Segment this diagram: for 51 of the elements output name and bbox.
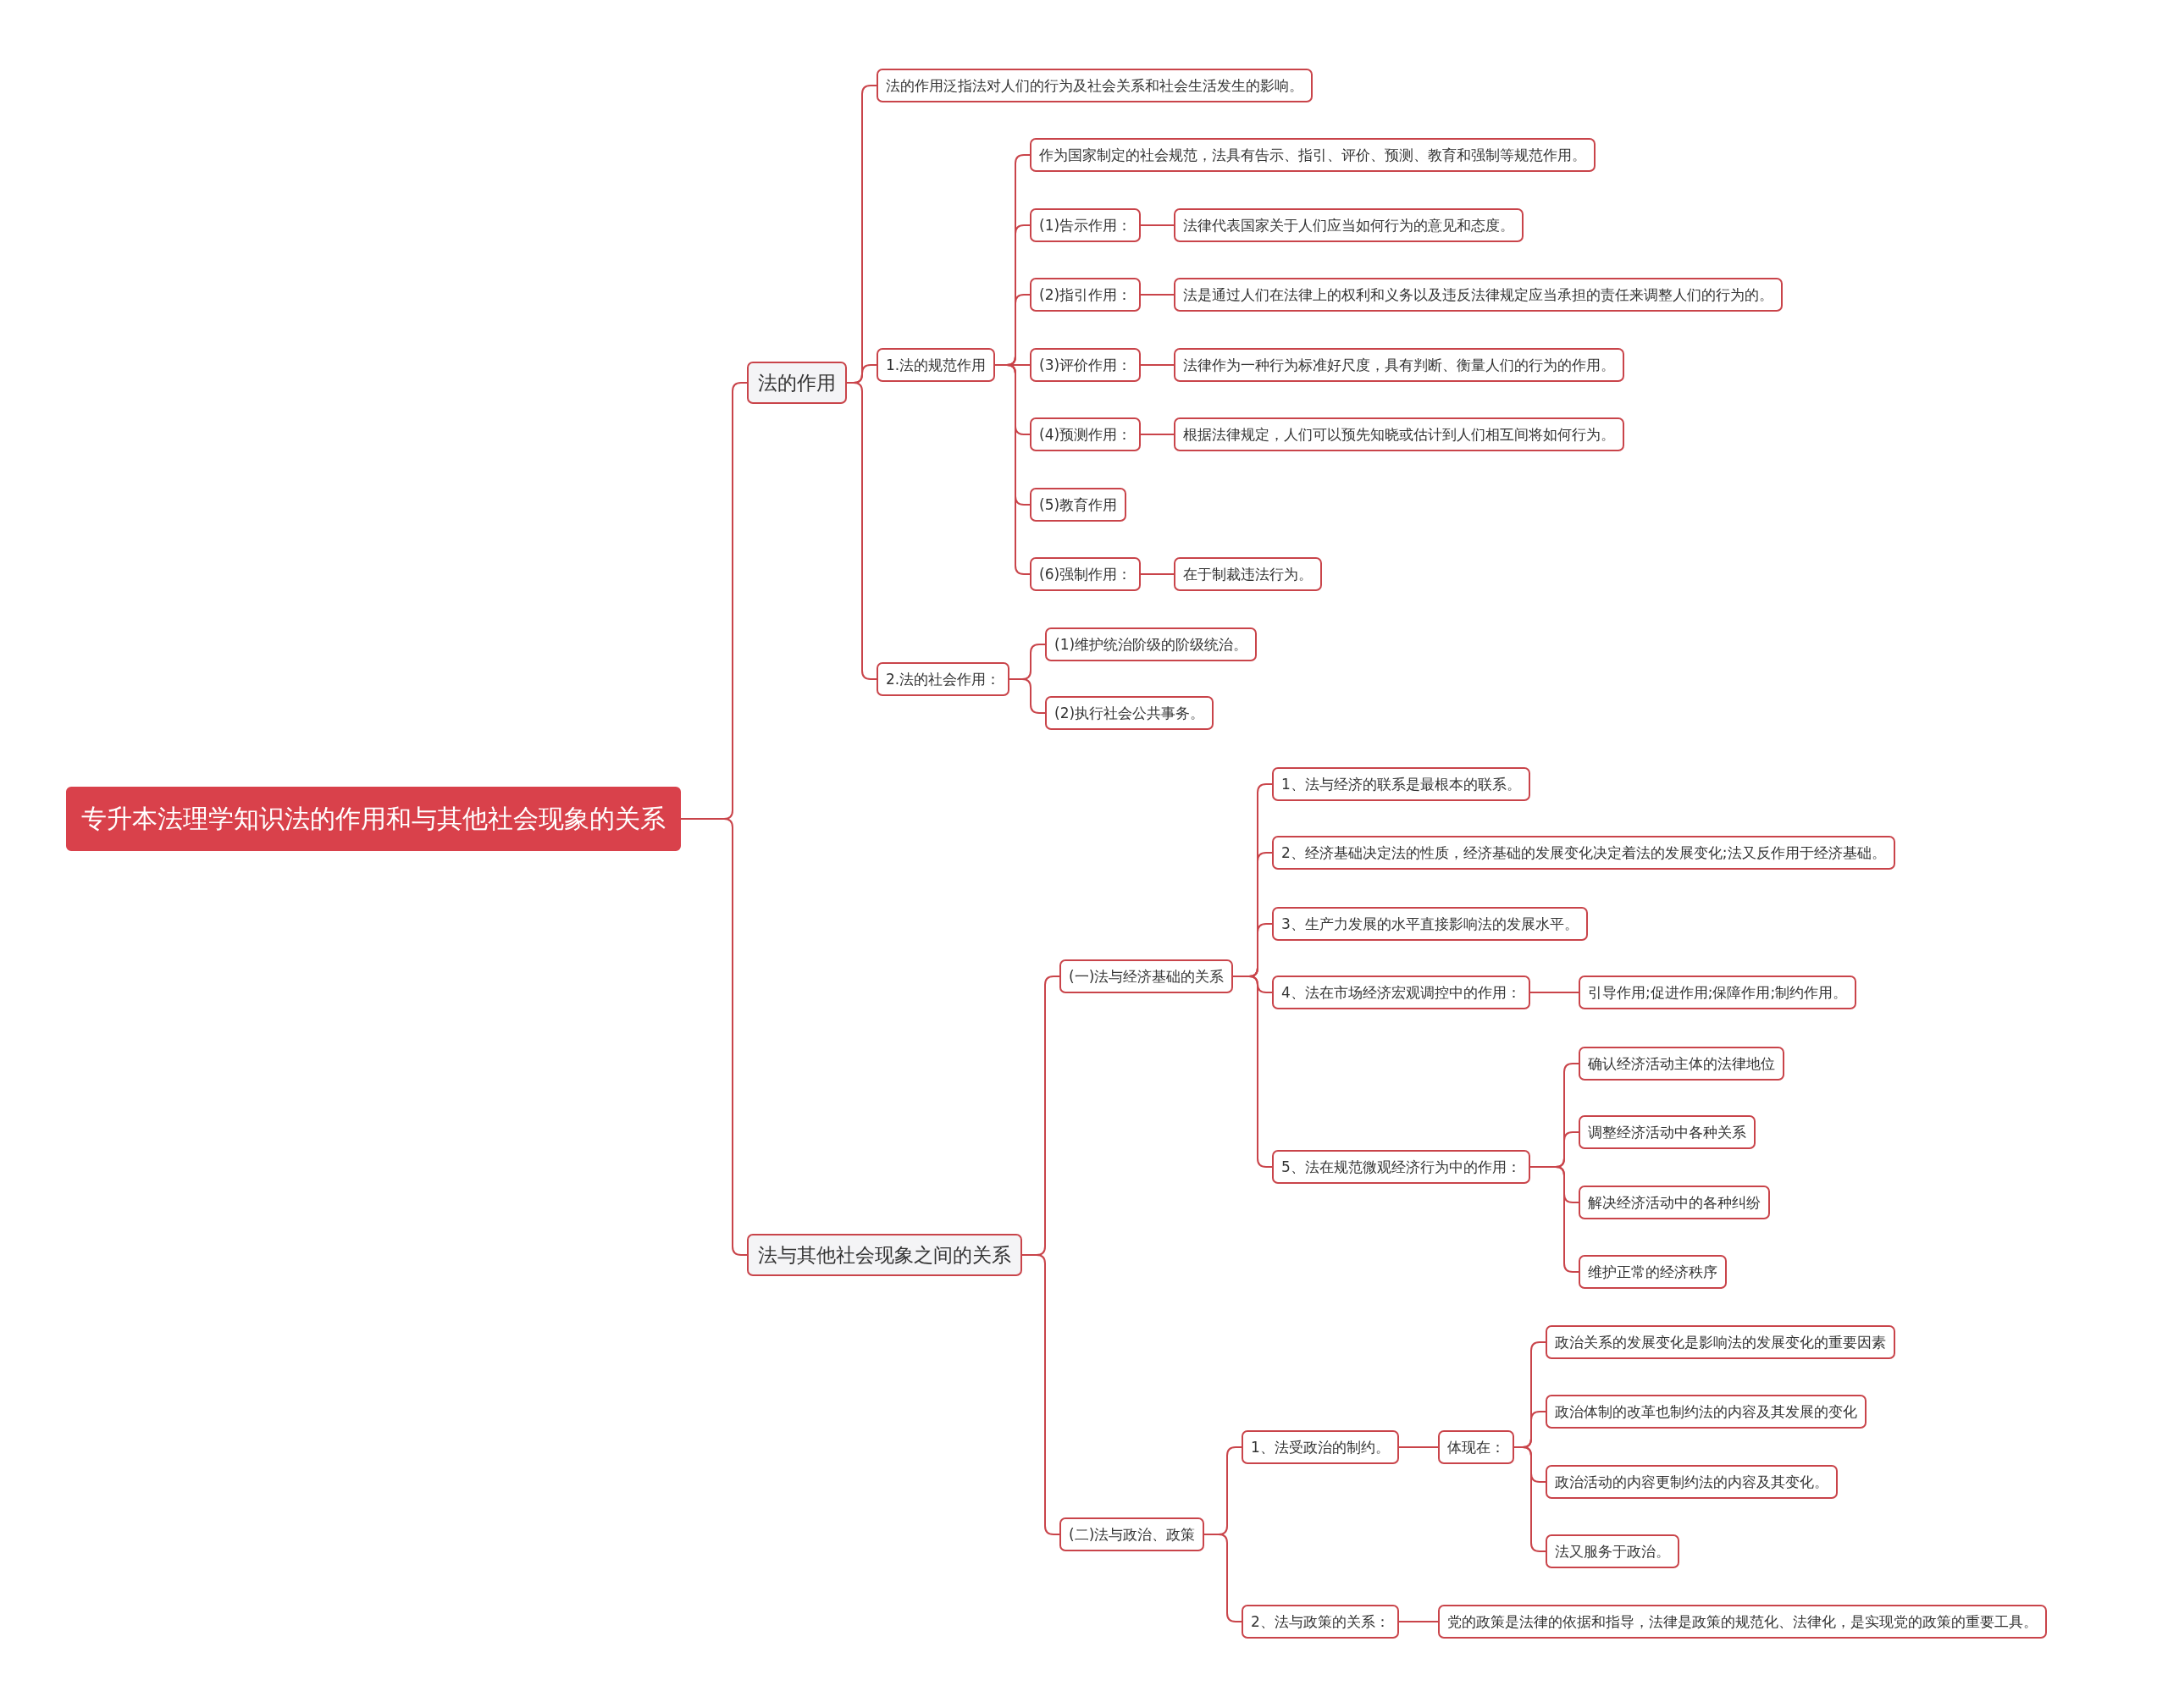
subtopic-box: 根据法律规定，人们可以预先知晓或估计到人们相互间将如何行为。 bbox=[1174, 417, 1624, 451]
subtopic-box: 法律代表国家关于人们应当如何行为的意见和态度。 bbox=[1174, 208, 1524, 242]
subtopic-box: 4、法在市场经济宏观调控中的作用： bbox=[1272, 976, 1530, 1009]
subtopic-box: 党的政策是法律的依据和指导，法律是政策的规范化、法律化，是实现党的政策的重要工具。 bbox=[1438, 1605, 2047, 1639]
subtopic-box: (5)教育作用 bbox=[1030, 488, 1127, 522]
subtopic-box: 5、法在规范微观经济行为中的作用： bbox=[1272, 1150, 1530, 1184]
subtopic-box: 维护正常的经济秩序 bbox=[1579, 1255, 1727, 1289]
topic-box: 法与其他社会现象之间的关系 bbox=[747, 1234, 1022, 1276]
subtopic-box: (2)执行社会公共事务。 bbox=[1045, 696, 1214, 730]
subtopic-box: 3、生产力发展的水平直接影响法的发展水平。 bbox=[1272, 907, 1588, 941]
subtopic-box: 确认经济活动主体的法律地位 bbox=[1579, 1047, 1784, 1081]
subtopic-box: 解决经济活动中的各种纠纷 bbox=[1579, 1186, 1770, 1219]
connector-line bbox=[1398, 1446, 1439, 1448]
subtopic-box: 在于制裁违法行为。 bbox=[1174, 557, 1322, 591]
connector-line bbox=[1398, 1621, 1439, 1622]
subtopic-box: (1)告示作用： bbox=[1030, 208, 1142, 242]
subtopic-box: (1)维护统治阶级的阶级统治。 bbox=[1045, 627, 1258, 661]
connector-line bbox=[1529, 992, 1579, 993]
subtopic-box: (6)强制作用： bbox=[1030, 557, 1142, 591]
subtopic-box: 1、法与经济的联系是最根本的联系。 bbox=[1272, 767, 1530, 801]
subtopic-box: 2、经济基础决定法的性质，经济基础的发展变化决定着法的发展变化;法又反作用于经济基础。 bbox=[1272, 836, 1895, 870]
subtopic-box: 法又服务于政治。 bbox=[1546, 1534, 1679, 1568]
subtopic-box: (2)指引作用： bbox=[1030, 278, 1142, 312]
subtopic-box: 调整经济活动中各种关系 bbox=[1579, 1115, 1756, 1149]
connector-line bbox=[1140, 224, 1175, 226]
subtopic-box: 2.法的社会作用： bbox=[877, 662, 1010, 696]
subtopic-box: 作为国家制定的社会规范，法具有告示、指引、评价、预测、教育和强制等规范作用。 bbox=[1030, 138, 1596, 172]
subtopic-box: 1、法受政治的制约。 bbox=[1242, 1430, 1399, 1464]
subtopic-box: 法是通过人们在法律上的权利和义务以及违反法律规定应当承担的责任来调整人们的行为的。 bbox=[1174, 278, 1783, 312]
subtopic-box: 体现在： bbox=[1438, 1430, 1514, 1464]
root-topic-box: 专升本法理学知识法的作用和与其他社会现象的关系 bbox=[66, 787, 681, 851]
topic-box: 法的作用 bbox=[747, 362, 847, 404]
subtopic-box: (二)法与政治、政策 bbox=[1059, 1517, 1205, 1551]
connector-line bbox=[1140, 364, 1175, 366]
subtopic-box: (3)评价作用： bbox=[1030, 348, 1142, 382]
connector-line bbox=[1021, 1254, 1060, 1535]
connector-line bbox=[1140, 294, 1175, 296]
subtopic-box: 引导作用;促进作用;保障作用;制约作用。 bbox=[1579, 976, 1857, 1009]
subtopic-box: 2、法与政策的关系： bbox=[1242, 1605, 1399, 1639]
connector-line bbox=[846, 382, 877, 680]
subtopic-box: 政治体制的改革也制约法的内容及其发展的变化 bbox=[1546, 1395, 1867, 1429]
subtopic-box: 1.法的规范作用 bbox=[877, 348, 996, 382]
connector-line bbox=[1140, 573, 1175, 575]
connector-line bbox=[1140, 434, 1175, 435]
subtopic-box: (4)预测作用： bbox=[1030, 417, 1142, 451]
connector-line bbox=[1009, 678, 1046, 714]
subtopic-box: (一)法与经济基础的关系 bbox=[1059, 959, 1234, 993]
subtopic-box: 法的作用泛指法对人们的行为及社会关系和社会生活发生的影响。 bbox=[877, 69, 1313, 102]
subtopic-box: 政治活动的内容更制约法的内容及其变化。 bbox=[1546, 1465, 1838, 1499]
subtopic-box: 政治关系的发展变化是影响法的发展变化的重要因素 bbox=[1546, 1325, 1895, 1359]
subtopic-box: 法律作为一种行为标准好尺度，具有判断、衡量人们的行为的作用。 bbox=[1174, 348, 1624, 382]
